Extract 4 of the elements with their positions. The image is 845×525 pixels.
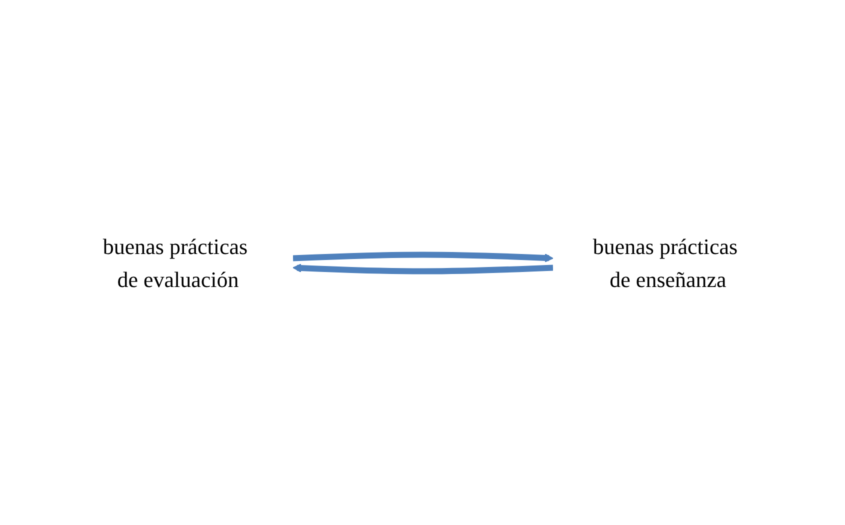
arrow (292, 263, 553, 274)
node-text: buenas prácticas de evaluación (102, 234, 248, 292)
arrow (292, 251, 553, 262)
node-text: buenas prácticas de enseñanza (592, 234, 738, 292)
